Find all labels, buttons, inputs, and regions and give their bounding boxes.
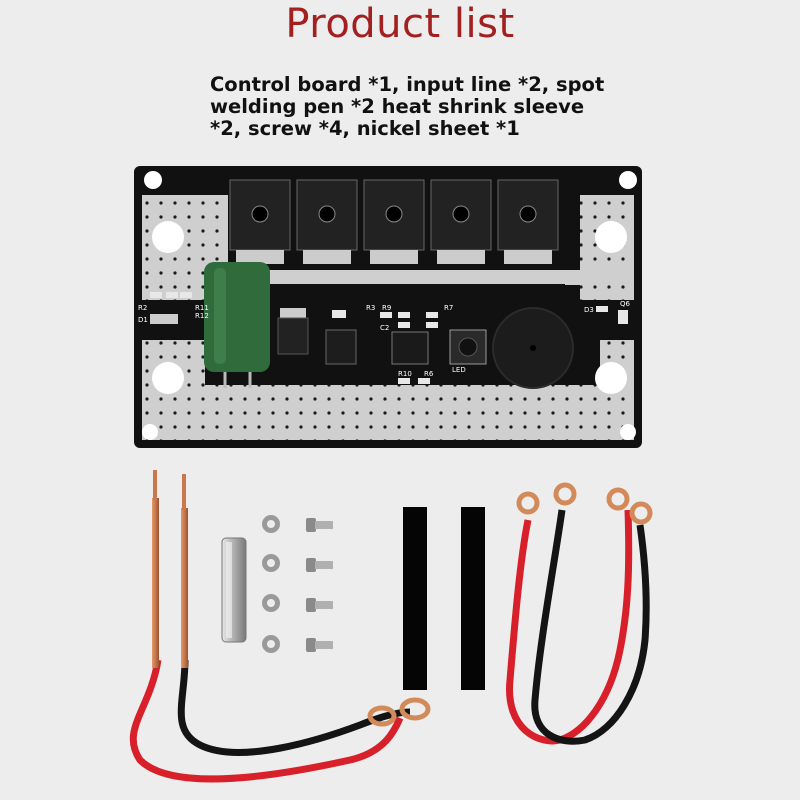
label-r9: R9 <box>382 304 391 312</box>
pen-red-cable <box>129 659 404 783</box>
label-led: LED <box>452 366 466 374</box>
mosfet <box>497 179 559 264</box>
product-description: Control board *1, input line *2, spot we… <box>210 74 610 140</box>
mosfet-small <box>325 329 357 365</box>
screw <box>306 518 333 532</box>
input-cable-red <box>506 509 633 745</box>
control-board: R2 R11 R12 D1 R3 R9 R7 C2 LED R10 R6 D3 … <box>134 166 642 448</box>
mosfet <box>296 179 358 264</box>
mount-hole <box>620 424 636 440</box>
screw <box>306 638 333 652</box>
input-cables <box>506 482 653 745</box>
label-d3: D3 <box>584 306 594 314</box>
voltage-regulator <box>277 308 309 355</box>
description-line-3: *2, screw *4, nickel sheet *1 <box>210 117 520 140</box>
mosfet <box>430 179 492 264</box>
description-line-2: welding pen *2 heat shrink sleeve <box>210 95 585 118</box>
label-q6: Q6 <box>620 300 631 308</box>
smd-components <box>150 292 628 384</box>
mount-hole <box>142 424 158 440</box>
page-title: Product list <box>285 1 515 47</box>
screw <box>306 598 333 612</box>
mount-hole <box>152 362 184 394</box>
pcb-metal-left <box>142 195 228 300</box>
welding-pen-right <box>181 508 188 668</box>
buzzer-hole <box>530 345 536 351</box>
screws <box>306 518 333 652</box>
label-c2: C2 <box>380 324 389 332</box>
pen-black-cable <box>177 659 411 756</box>
ic-chip <box>391 331 429 365</box>
pen-ring-lugs <box>367 697 431 727</box>
mount-hole <box>144 171 162 189</box>
description-line-1: Control board *1, input line *2, spot <box>210 73 605 96</box>
washer <box>262 635 280 653</box>
washer <box>262 594 280 612</box>
heat-shrink-sleeve <box>461 507 485 690</box>
screw <box>306 558 333 572</box>
welding-pen-left-tip <box>153 470 157 500</box>
mount-hole <box>152 221 184 253</box>
label-r11: R11 <box>195 304 209 312</box>
mount-hole <box>619 171 637 189</box>
heat-shrink-sleeve <box>403 507 427 690</box>
mount-hole <box>595 362 627 394</box>
washer <box>262 554 280 572</box>
label-d1: D1 <box>138 316 148 324</box>
washers <box>262 515 280 653</box>
mosfet <box>363 179 425 264</box>
welding-pen-right-tip <box>182 474 186 510</box>
mount-hole <box>595 221 627 253</box>
spot-welding-pens <box>129 470 431 783</box>
mosfet-row <box>229 179 559 264</box>
pcb-silkscreen: R2 R11 R12 D1 R3 R9 R7 C2 LED R10 R6 D3 … <box>138 300 631 378</box>
label-r2: R2 <box>138 304 147 312</box>
nickel-sheet-roll <box>221 537 247 643</box>
input-cable-black <box>531 509 650 745</box>
label-r12: R12 <box>195 312 209 320</box>
mosfet <box>229 179 291 264</box>
label-r3: R3 <box>366 304 375 312</box>
welding-pen-left <box>152 498 159 668</box>
washer <box>262 515 280 533</box>
green-capacitor <box>204 262 270 388</box>
input-ring-lugs <box>516 482 653 525</box>
label-r6: R6 <box>424 370 434 378</box>
label-r10: R10 <box>398 370 412 378</box>
label-r7: R7 <box>444 304 453 312</box>
push-button-cap <box>458 337 478 357</box>
pcb-busbar <box>232 270 632 284</box>
pcb-metal-left-lower <box>142 340 634 440</box>
